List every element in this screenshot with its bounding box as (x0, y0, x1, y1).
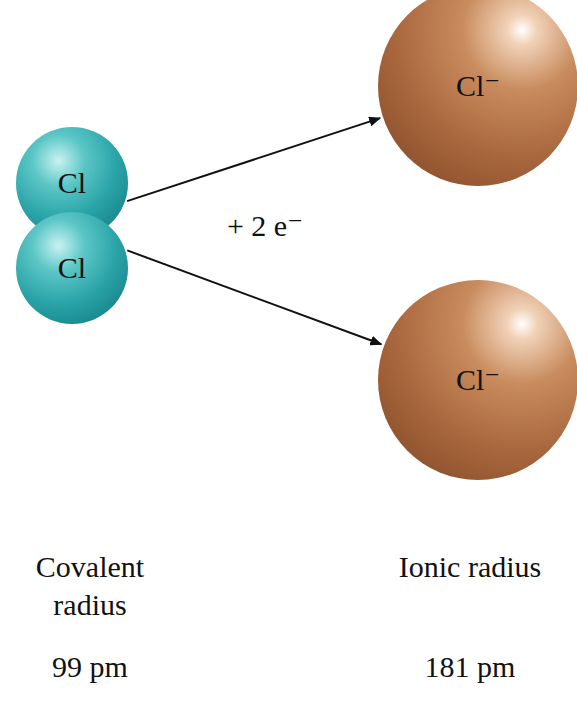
caption-label: Covalent radius (5, 548, 175, 623)
electron-label: + 2 e⁻ (205, 207, 325, 245)
chloride-ion: Cl⁻ (378, 280, 577, 480)
atom-symbol: Cl⁻ (456, 71, 500, 101)
reaction-arrow (127, 118, 380, 201)
atom-symbol: Cl (58, 168, 86, 198)
value-label: 99 pm (5, 648, 175, 686)
atom-symbol: Cl⁻ (456, 365, 500, 395)
value-label: 181 pm (395, 648, 545, 686)
atom-symbol: Cl (58, 253, 86, 283)
caption-label: Ionic radius (395, 548, 545, 586)
chlorine-atom: Cl (16, 212, 128, 324)
chloride-ion: Cl⁻ (378, 0, 577, 186)
reaction-arrow (127, 250, 381, 344)
